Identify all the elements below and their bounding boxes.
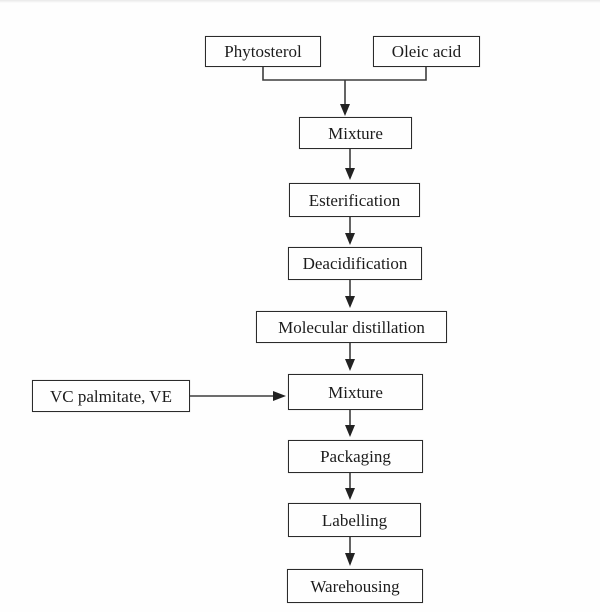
- arrowhead-down: [345, 425, 355, 437]
- edge-labelling-warehousing: [345, 537, 355, 566]
- node-mixture-2: Mixture: [288, 374, 423, 410]
- arrowhead-down: [345, 553, 355, 566]
- node-vc-palmitate-ve: VC palmitate, VE: [32, 380, 190, 412]
- arrowhead-down: [340, 104, 350, 116]
- edge-molecular-distillation-mixture2: [345, 343, 355, 371]
- arrowhead-down: [345, 488, 355, 500]
- node-deacidification: Deacidification: [288, 247, 422, 280]
- node-oleic-acid: Oleic acid: [373, 36, 480, 67]
- arrowhead-right: [273, 391, 286, 401]
- node-warehousing: Warehousing: [287, 569, 423, 603]
- edge-mixture1-esterification: [345, 149, 355, 180]
- arrowhead-down: [345, 233, 355, 245]
- arrowhead-down: [345, 168, 355, 180]
- node-phytosterol: Phytosterol: [205, 36, 321, 67]
- top-edge-shading: [0, 0, 600, 3]
- node-mixture-1: Mixture: [299, 117, 412, 149]
- node-esterification: Esterification: [289, 183, 420, 217]
- arrowhead-down: [345, 296, 355, 308]
- node-labelling: Labelling: [288, 503, 421, 537]
- edge-mixture2-packaging: [345, 410, 355, 437]
- edge-merge-to-mixture1: [340, 80, 350, 116]
- edge-esterification-deacidification: [345, 217, 355, 245]
- edge-deacidification-molecular-distillation: [345, 280, 355, 308]
- arrowhead-down: [345, 359, 355, 371]
- edge-phytosterol-oleic-merge: [262, 67, 427, 81]
- edge-vc-palmitate-mixture2: [190, 391, 286, 401]
- node-packaging: Packaging: [288, 440, 423, 473]
- node-molecular-distillation: Molecular distillation: [256, 311, 447, 343]
- edge-packaging-labelling: [345, 473, 355, 500]
